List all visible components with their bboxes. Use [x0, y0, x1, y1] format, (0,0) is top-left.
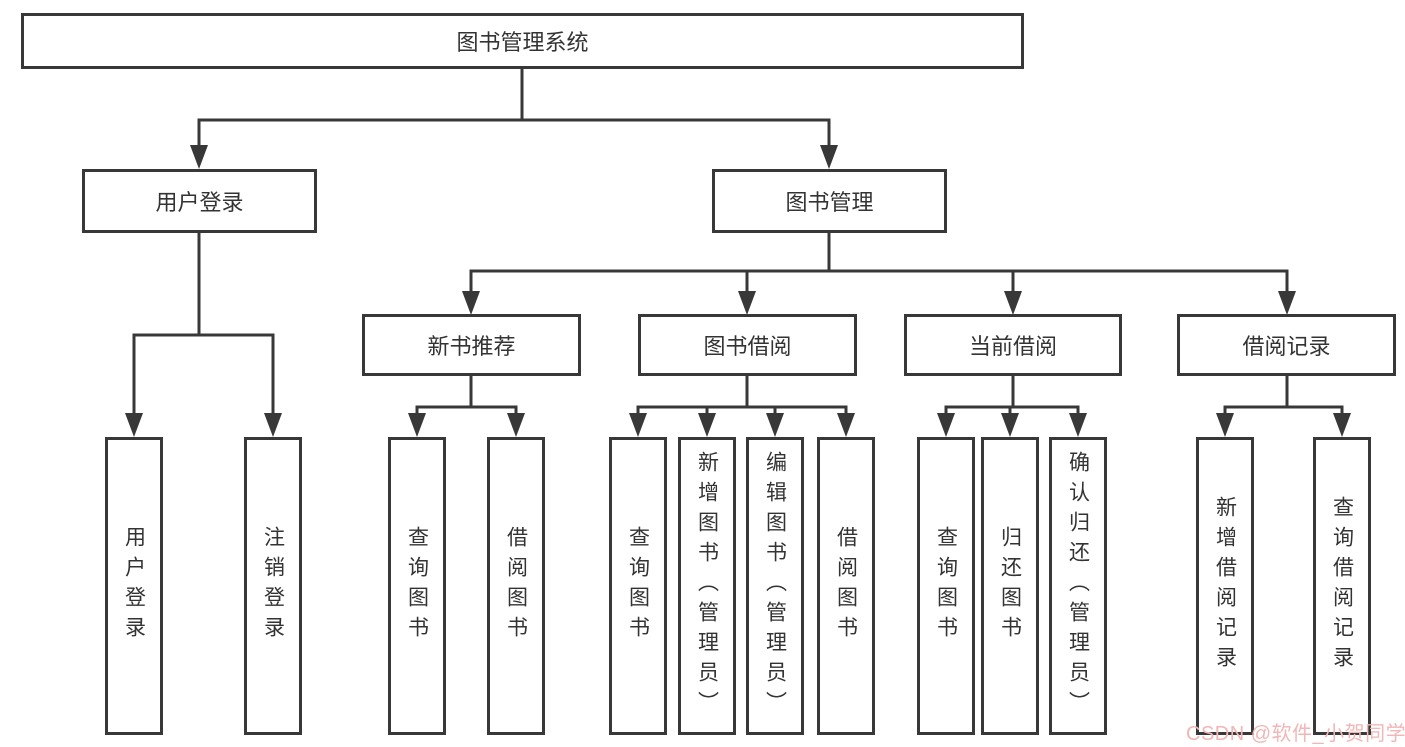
node-borrowing-records-label: 借阅记录 [1242, 334, 1331, 359]
node-book-management-branch-label: 图书管理 [785, 190, 874, 215]
leaf-borrowing-edit-books-admin: 编辑图书（管理员） [746, 437, 804, 735]
leaf-recommend-borrow-books-label: 借阅图书 [504, 526, 528, 646]
arrowheads [125, 145, 1351, 437]
leaf-borrowing-borrow-books-label: 借阅图书 [834, 526, 858, 646]
node-current-borrowing-label: 当前借阅 [968, 334, 1057, 359]
leaf-records-add-record-label: 新增借阅记录 [1213, 496, 1237, 676]
leaf-borrowing-query-books-label: 查询图书 [626, 526, 650, 646]
leaf-borrowing-add-books-admin-label: 新增图书（管理员） [695, 451, 719, 721]
node-user-login-branch-label: 用户登录 [155, 190, 244, 215]
leaf-current-query-books-label: 查询图书 [934, 526, 958, 646]
leaf-records-query-record-label: 查询借阅记录 [1330, 496, 1354, 676]
leaf-recommend-borrow-books: 借阅图书 [487, 437, 545, 735]
node-book-management-branch: 图书管理 [712, 169, 947, 233]
watermark: CSDN @软件_小贺同学 [1186, 723, 1405, 745]
node-borrowing-records: 借阅记录 [1177, 314, 1396, 376]
node-system-root-label: 图书管理系统 [456, 30, 589, 55]
node-new-book-recommend-label: 新书推荐 [427, 334, 516, 359]
leaf-recommend-query-books-label: 查询图书 [405, 526, 429, 646]
leaf-current-confirm-return-admin-label: 确认归还（管理员） [1066, 451, 1090, 721]
leaf-borrowing-edit-books-admin-label: 编辑图书（管理员） [763, 451, 787, 721]
leaf-logout: 注销登录 [244, 437, 302, 735]
leaf-current-confirm-return-admin: 确认归还（管理员） [1049, 437, 1107, 735]
leaf-borrowing-query-books: 查询图书 [609, 437, 667, 735]
node-user-login-branch: 用户登录 [82, 169, 317, 233]
node-book-borrowing-label: 图书借阅 [703, 334, 792, 359]
node-book-borrowing: 图书借阅 [638, 314, 857, 376]
leaf-borrowing-add-books-admin: 新增图书（管理员） [678, 437, 736, 735]
leaf-current-return-books-label: 归还图书 [998, 526, 1022, 646]
node-new-book-recommend: 新书推荐 [362, 314, 581, 376]
leaf-current-query-books: 查询图书 [917, 437, 975, 735]
node-current-borrowing: 当前借阅 [904, 314, 1122, 376]
leaf-logout-label: 注销登录 [261, 526, 285, 646]
leaf-user-login: 用户登录 [105, 437, 163, 735]
leaf-borrowing-borrow-books: 借阅图书 [817, 437, 875, 735]
leaf-records-add-record: 新增借阅记录 [1196, 437, 1254, 735]
leaf-user-login-label: 用户登录 [122, 526, 146, 646]
node-system-root: 图书管理系统 [21, 13, 1024, 69]
leaf-records-query-record: 查询借阅记录 [1313, 437, 1371, 735]
leaf-current-return-books: 归还图书 [981, 437, 1039, 735]
leaf-recommend-query-books: 查询图书 [388, 437, 446, 735]
